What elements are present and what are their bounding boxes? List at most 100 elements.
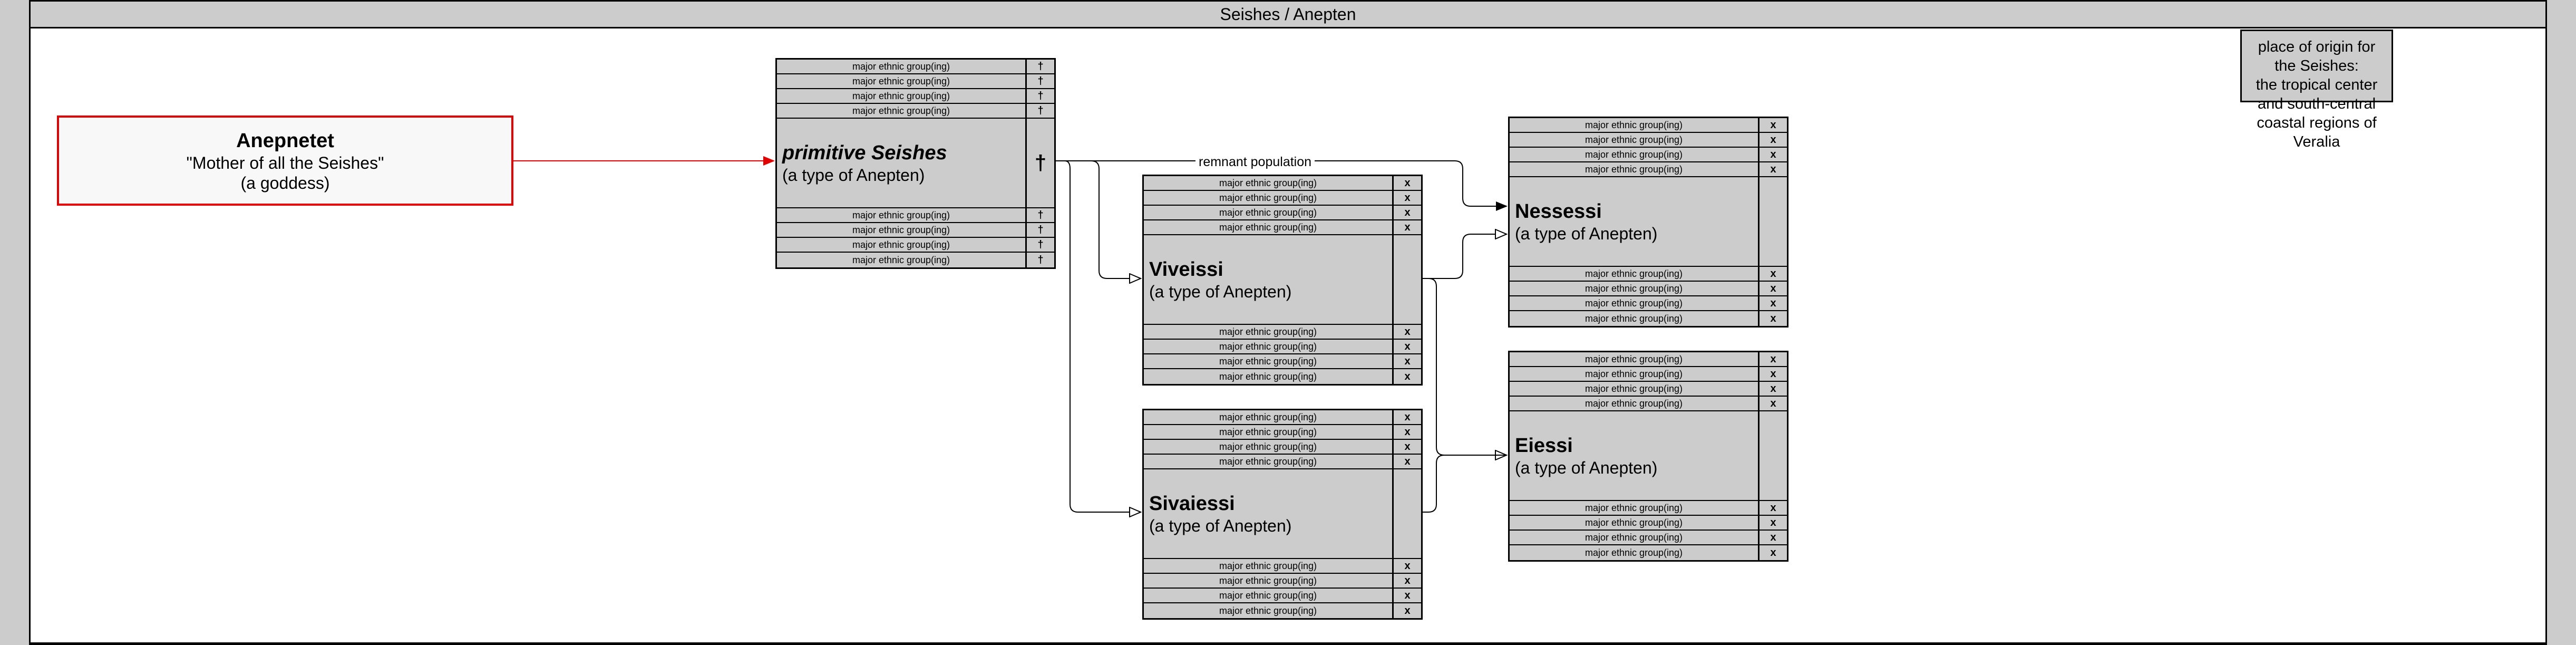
subgroup-label: major ethnic group(ing) — [1510, 382, 1760, 396]
subgroup-label: major ethnic group(ing) — [1510, 148, 1760, 161]
subgroup-row: major ethnic group(ing)x — [1144, 455, 1421, 469]
subgroup-label: major ethnic group(ing) — [777, 89, 1027, 103]
subgroup-row: major ethnic group(ing)x — [1510, 397, 1787, 411]
node-type: (a type of Anepten) — [1515, 458, 1658, 477]
x-marker: x — [1404, 440, 1411, 453]
node-name: Nessessi — [1515, 200, 1602, 223]
node-main: Viveissi (a type of Anepten) — [1144, 235, 1421, 325]
node-type: (a type of Anepten) — [1149, 282, 1292, 301]
x-marker: x — [1404, 325, 1411, 338]
dagger-marker: † — [1037, 104, 1044, 117]
subgroup-label: major ethnic group(ing) — [777, 74, 1027, 88]
subgroup-row: major ethnic group(ing) † — [777, 60, 1054, 74]
goddess-kind: (a goddess) — [240, 173, 330, 192]
subgroup-row: major ethnic group(ing)x — [1510, 133, 1787, 148]
dagger-marker: † — [1037, 90, 1044, 102]
subgroup-row: major ethnic group(ing)x — [1144, 354, 1421, 369]
node-marker — [1394, 469, 1421, 558]
subgroup-row: major ethnic group(ing) x — [1510, 352, 1787, 367]
subgroup-label: major ethnic group(ing) — [1144, 176, 1394, 190]
edge-viveissi-to-eiessi — [1422, 278, 1506, 455]
origin-note-line: the tropical center and south-central — [2256, 76, 2378, 112]
subgroup-label: major ethnic group(ing) — [777, 238, 1027, 252]
x-marker: x — [1770, 382, 1776, 394]
x-marker: x — [1770, 133, 1776, 146]
node-nessessi: major ethnic group(ing) x major ethnic gr… — [1508, 117, 1788, 328]
subgroup-label: major ethnic group(ing) — [777, 60, 1027, 73]
subgroup-row: major ethnic group(ing)x — [1510, 545, 1787, 560]
subgroup-row: major ethnic group(ing) † — [777, 89, 1054, 104]
subgroup-row: major ethnic group(ing) x — [1144, 176, 1421, 191]
x-marker: x — [1770, 119, 1776, 131]
x-marker: x — [1404, 589, 1411, 601]
subgroup-label: major ethnic group(ing) — [1144, 354, 1394, 368]
node-marker — [1394, 235, 1421, 324]
subgroup-label: major ethnic group(ing) — [1144, 603, 1394, 618]
subgroup-label: major ethnic group(ing) — [1510, 267, 1760, 281]
subgroup-row: major ethnic group(ing)† — [777, 253, 1054, 267]
x-marker: x — [1404, 221, 1411, 233]
goddess-name: Anepnetet — [236, 129, 334, 152]
node-eiessi: major ethnic group(ing) x major ethnic gr… — [1508, 351, 1788, 562]
subgroup-row: major ethnic group(ing) † — [777, 238, 1054, 253]
dagger-marker: † — [1037, 224, 1044, 236]
subgroup-row: major ethnic group(ing)x — [1144, 410, 1421, 425]
subgroup-row: major ethnic group(ing)x — [1510, 148, 1787, 162]
dagger-marker: † — [1037, 254, 1044, 266]
subgroup-row: major ethnic group(ing)x — [1510, 531, 1787, 545]
subgroup-row: major ethnic group(ing)x — [1510, 162, 1787, 177]
subgroup-row: major ethnic group(ing)x — [1144, 425, 1421, 440]
bottom-border — [29, 642, 2547, 645]
subgroup-label: major ethnic group(ing) — [1510, 545, 1760, 560]
subgroup-label: major ethnic group(ing) — [777, 223, 1027, 237]
node-main: Eiessi (a type of Anepten) — [1510, 411, 1787, 501]
subgroup-row: major ethnic group(ing)† — [777, 74, 1054, 89]
subgroup-label: major ethnic group(ing) — [1510, 397, 1760, 410]
subgroup-row: major ethnic group(ing)x — [1144, 369, 1421, 384]
node-name: Eiessi — [1515, 435, 1573, 457]
x-marker: x — [1770, 353, 1776, 365]
x-marker: x — [1404, 177, 1411, 189]
subgroup-row: major ethnic group(ing)x — [1510, 296, 1787, 311]
x-marker: x — [1404, 411, 1411, 423]
subgroup-label: major ethnic group(ing) — [1510, 501, 1760, 515]
goddess-node-anepnetet: Anepnetet "Mother of all the Seishes" (a… — [57, 115, 513, 206]
subgroup-label: major ethnic group(ing) — [1510, 118, 1760, 132]
subgroup-label: major ethnic group(ing) — [1510, 531, 1760, 544]
origin-note-line: coastal regions of Veralia — [2257, 114, 2377, 150]
subgroup-row: major ethnic group(ing)† — [777, 208, 1054, 223]
x-marker: x — [1404, 455, 1411, 467]
x-marker: x — [1770, 267, 1776, 280]
node-name: Sivaiessi — [1149, 493, 1235, 515]
subgroup-row: major ethnic group(ing)x — [1510, 282, 1787, 296]
x-marker: x — [1770, 502, 1776, 514]
subgroup-label: major ethnic group(ing) — [1144, 559, 1394, 573]
edge-primitive-to-viveissi — [1056, 160, 1141, 278]
subgroup-row: major ethnic group(ing) x — [1510, 267, 1787, 282]
subgroup-row: major ethnic group(ing)x — [1144, 206, 1421, 220]
x-marker: x — [1404, 560, 1411, 572]
node-main: Sivaiessi (a type of Anepten) — [1144, 469, 1421, 559]
node-marker — [1760, 177, 1787, 266]
edge-label-remnant-population: remnant population — [1195, 154, 1315, 170]
subgroup-label: major ethnic group(ing) — [1144, 369, 1394, 384]
dagger-marker: † — [1037, 60, 1044, 72]
origin-note-line: place of origin for the Seishes: — [2258, 38, 2376, 74]
subgroup-label: major ethnic group(ing) — [1510, 162, 1760, 176]
node-viveissi: major ethnic group(ing) x major ethnic gr… — [1142, 175, 1423, 386]
subgroup-label: major ethnic group(ing) — [1510, 282, 1760, 295]
dagger-marker: † — [1037, 238, 1044, 251]
x-marker: x — [1404, 191, 1411, 204]
subgroup-label: major ethnic group(ing) — [777, 104, 1027, 118]
edge-sivaiessi-to-eiessi — [1422, 455, 1506, 513]
subgroup-label: major ethnic group(ing) — [1510, 311, 1760, 326]
subgroup-row: major ethnic group(ing)x — [1144, 440, 1421, 455]
subgroup-label: major ethnic group(ing) — [1144, 191, 1394, 205]
subgroup-label: major ethnic group(ing) — [1144, 340, 1394, 353]
edge-primitive-to-sivaiessi — [1056, 160, 1141, 512]
subgroup-label: major ethnic group(ing) — [1510, 352, 1760, 366]
subgroup-row: major ethnic group(ing)x — [1510, 516, 1787, 531]
dagger-marker: † — [1037, 209, 1044, 221]
x-marker: x — [1404, 206, 1411, 218]
x-marker: x — [1404, 426, 1411, 438]
